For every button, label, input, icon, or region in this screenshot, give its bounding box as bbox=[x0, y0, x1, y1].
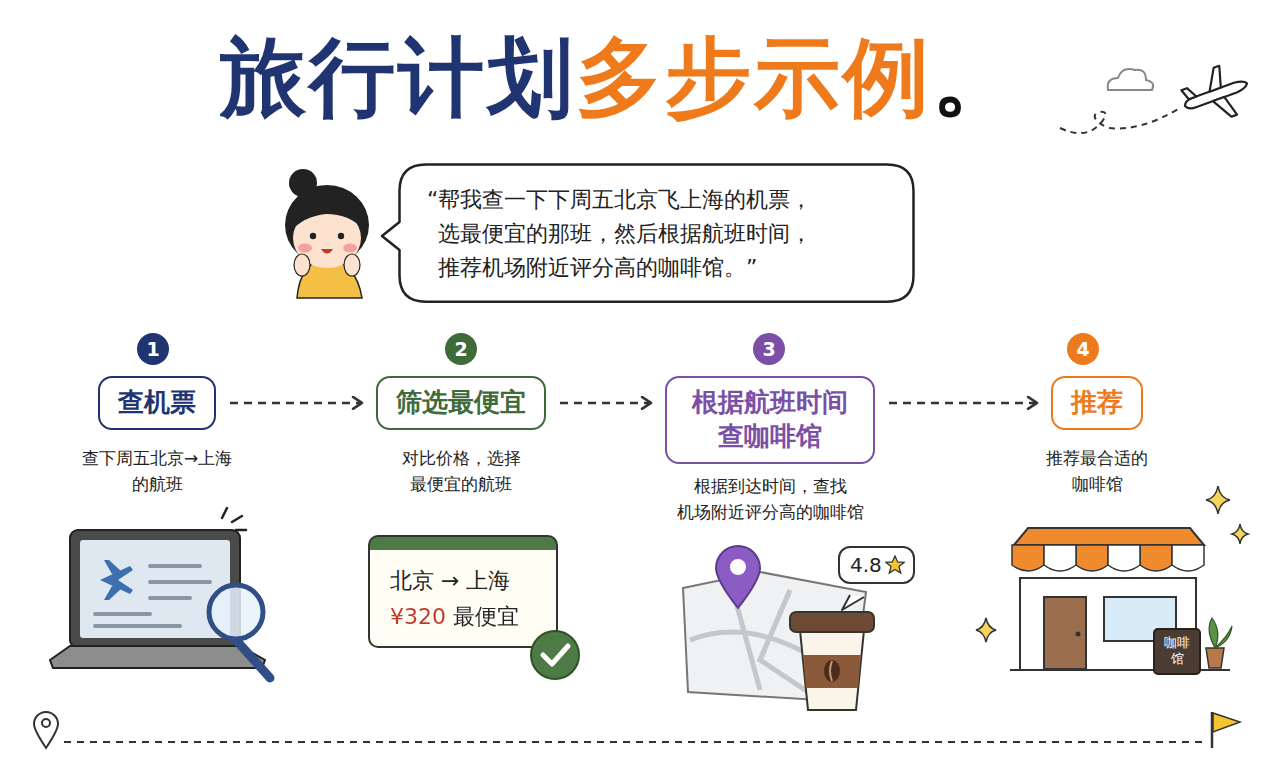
flow-arrow bbox=[889, 402, 1037, 405]
step-box: 筛选最便宜 bbox=[376, 376, 546, 430]
step-box: 查机票 bbox=[98, 376, 216, 430]
node-text: 咖啡馆 bbox=[1158, 635, 1196, 668]
rating-bubble: 4.8 bbox=[838, 546, 915, 584]
flow-arrow bbox=[230, 402, 362, 405]
callout-number: 4 bbox=[1076, 340, 1089, 359]
flight-path bbox=[1060, 108, 1180, 133]
step-description: 根据到达时间，查找 机场附近评分高的咖啡馆 bbox=[668, 474, 872, 525]
node-text: 查机票 bbox=[118, 386, 196, 420]
step-description: 对比价格，选择 最便宜的航班 bbox=[390, 446, 532, 497]
node-text: 4.8 bbox=[850, 553, 882, 577]
girl-figure bbox=[285, 169, 369, 298]
callout-number: 1 bbox=[146, 340, 159, 359]
step-number: 1 bbox=[137, 333, 169, 365]
node-text: “帮我查一下下周五北京飞上海的机票， 选最便宜的那班，然后根据航班时间， 推荐机… bbox=[438, 183, 885, 285]
coffee-cup bbox=[790, 612, 874, 710]
callout-number: 3 bbox=[762, 340, 775, 359]
step-description: 查下周五北京→上海 的航班 bbox=[71, 446, 243, 497]
node-text: ¥320 最便宜 bbox=[390, 599, 542, 635]
step-box: 根据航班时间 查咖啡馆 bbox=[665, 376, 875, 464]
route-line bbox=[34, 712, 1240, 748]
cloud-icon bbox=[1108, 69, 1153, 90]
node-text: 筛选最便宜 bbox=[396, 386, 526, 420]
callout-number: 2 bbox=[454, 340, 467, 359]
laptop-illustration bbox=[50, 508, 270, 678]
shop-sign: 咖啡馆 bbox=[1153, 628, 1201, 675]
location-pin bbox=[716, 546, 760, 608]
node-text: 根据航班时间 查咖啡馆 bbox=[685, 386, 855, 454]
title-text: 旅行计划多步示例。 bbox=[220, 26, 1021, 129]
node-text: 北京 → 上海 bbox=[390, 563, 542, 599]
step-number: 2 bbox=[445, 333, 477, 365]
star-icon bbox=[885, 555, 905, 575]
flow-arrow bbox=[560, 402, 651, 405]
flight-ticket: 北京 → 上海¥320 最便宜 bbox=[368, 535, 558, 648]
step-box: 推荐 bbox=[1051, 376, 1143, 430]
step-number: 3 bbox=[753, 333, 785, 365]
step-description: 推荐最合适的 咖啡馆 bbox=[1035, 446, 1159, 497]
sparkle bbox=[976, 486, 1248, 642]
plane-icon bbox=[1176, 59, 1256, 130]
speech-bubble: “帮我查一下下周五北京飞上海的机票， 选最便宜的那班，然后根据航班时间， 推荐机… bbox=[398, 163, 915, 303]
node-text: 推荐 bbox=[1071, 386, 1123, 420]
step-number: 4 bbox=[1067, 333, 1099, 365]
